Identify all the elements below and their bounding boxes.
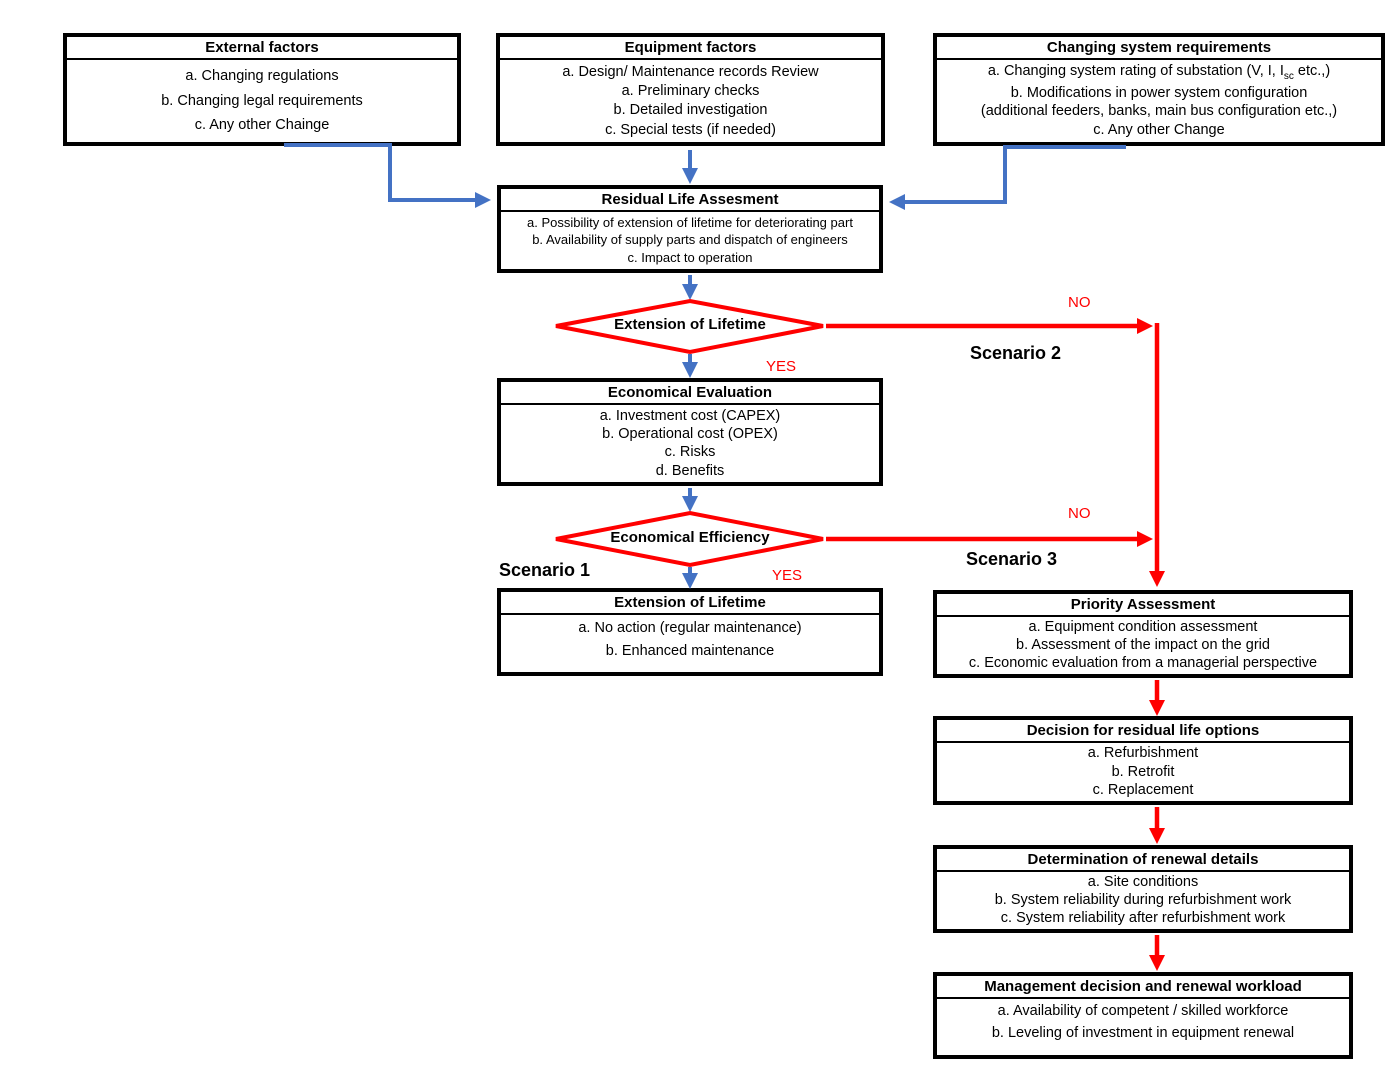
box-changing-system-requirements-title: Changing system requirements bbox=[937, 37, 1381, 60]
list-item: d. Benefits bbox=[655, 462, 725, 479]
list-item: b. Enhanced maintenance bbox=[605, 642, 775, 659]
list-item: a. Design/ Maintenance records Review bbox=[562, 63, 819, 80]
list-item: a. Preliminary checks bbox=[621, 82, 760, 99]
list-item: b. System reliability during refurbishme… bbox=[994, 892, 1292, 909]
list-item: b. Detailed investigation bbox=[613, 102, 768, 119]
box-determination-body: a. Site conditions b. System reliability… bbox=[937, 872, 1349, 929]
box-management-decision-and-renewal-workload: Management decision and renewal workload… bbox=[933, 972, 1353, 1059]
box-decision-title: Decision for residual life options bbox=[937, 720, 1349, 743]
list-item: b. Retrofit bbox=[1111, 763, 1175, 780]
box-decision-body: a. Refurbishment b. Retrofit c. Replacem… bbox=[937, 743, 1349, 801]
box-determination-of-renewal-details: Determination of renewal details a. Site… bbox=[933, 845, 1353, 933]
scenario-2-label: Scenario 2 bbox=[970, 343, 1062, 363]
box-equipment-factors: Equipment factors a. Design/ Maintenance… bbox=[496, 33, 885, 146]
list-item: (additional feeders, banks, main bus con… bbox=[980, 103, 1338, 120]
no-label-2: NO bbox=[1068, 505, 1091, 522]
list-item: c. Impact to operation bbox=[627, 249, 753, 265]
box-priority-assessment-body: a. Equipment condition assessment b. Ass… bbox=[937, 617, 1349, 674]
arrow-external-to-residual bbox=[284, 143, 491, 208]
list-item: c. System reliability after refurbishmen… bbox=[1000, 910, 1286, 927]
box-economical-evaluation-body: a. Investment cost (CAPEX) b. Operationa… bbox=[501, 405, 879, 482]
box-equipment-factors-body: a. Design/ Maintenance records Review a.… bbox=[500, 60, 881, 142]
box-changing-system-requirements: Changing system requirements a. Changing… bbox=[933, 33, 1385, 146]
list-item: a. Refurbishment bbox=[1087, 745, 1199, 762]
list-item: a. Changing regulations bbox=[185, 68, 339, 85]
box-decision-for-residual-life-options: Decision for residual life options a. Re… bbox=[933, 716, 1353, 805]
yes-label-2: YES bbox=[772, 567, 803, 584]
diamond-extension-of-lifetime-label: Extension of Lifetime bbox=[614, 316, 766, 333]
box-residual-life-assesment-title: Residual Life Assesment bbox=[501, 189, 879, 212]
list-item: b. Modifications in power system configu… bbox=[1010, 84, 1308, 101]
box-economical-evaluation-title: Economical Evaluation bbox=[501, 382, 879, 405]
diamond-economical-efficiency-label: Economical Efficiency bbox=[610, 529, 770, 546]
list-item: c. Special tests (if needed) bbox=[605, 121, 776, 138]
box-extension-of-lifetime-body: a. No action (regular maintenance) b. En… bbox=[501, 615, 879, 672]
box-residual-life-assesment-body: a. Possibility of extension of lifetime … bbox=[501, 212, 879, 269]
list-item: c. Economic evaluation from a managerial… bbox=[968, 655, 1318, 672]
scenario-3-label: Scenario 3 bbox=[966, 549, 1058, 569]
box-economical-evaluation: Economical Evaluation a. Investment cost… bbox=[497, 378, 883, 486]
list-item: b. Availability of supply parts and disp… bbox=[532, 232, 848, 248]
scenario-1-label: Scenario 1 bbox=[499, 560, 591, 580]
list-item-text: a. Changing system rating of substation … bbox=[987, 63, 1284, 80]
list-item: a. Investment cost (CAPEX) bbox=[599, 407, 781, 424]
list-item: b. Leveling of investment in equipment r… bbox=[991, 1024, 1295, 1041]
list-item: b. Assessment of the impact on the grid bbox=[1016, 637, 1270, 654]
list-item: a. Changing system rating of substation … bbox=[988, 63, 1330, 82]
list-item-subscript: sc bbox=[1283, 71, 1294, 82]
list-item: b. Changing legal requirements bbox=[161, 92, 363, 109]
list-item: a. Availability of competent / skilled w… bbox=[997, 1003, 1289, 1019]
list-item: c. Any other Change bbox=[1093, 122, 1225, 139]
box-equipment-factors-title: Equipment factors bbox=[500, 37, 881, 60]
box-priority-assessment: Priority Assessment a. Equipment conditi… bbox=[933, 590, 1353, 678]
list-item: c. Any other Chainge bbox=[194, 116, 330, 133]
yes-label-1: YES bbox=[766, 358, 797, 375]
arrow-changing-to-residual bbox=[889, 145, 1126, 210]
list-item-text: etc.,) bbox=[1293, 63, 1331, 80]
list-item: b. Operational cost (OPEX) bbox=[602, 425, 778, 442]
box-extension-of-lifetime-title: Extension of Lifetime bbox=[501, 592, 879, 615]
box-external-factors: External factors a. Changing regulations… bbox=[63, 33, 461, 146]
list-item: a. Possibility of extension of lifetime … bbox=[527, 214, 853, 230]
list-item: c. Replacement bbox=[1092, 781, 1194, 798]
box-determination-title: Determination of renewal details bbox=[937, 849, 1349, 872]
box-residual-life-assesment: Residual Life Assesment a. Possibility o… bbox=[497, 185, 883, 273]
list-item: a. No action (regular maintenance) bbox=[578, 620, 802, 636]
box-management-title: Management decision and renewal workload bbox=[937, 976, 1349, 999]
box-changing-system-requirements-body: a. Changing system rating of substation … bbox=[937, 60, 1381, 142]
box-priority-assessment-title: Priority Assessment bbox=[937, 594, 1349, 617]
list-item: c. Risks bbox=[664, 444, 716, 461]
box-external-factors-title: External factors bbox=[67, 37, 457, 60]
no-label-1: NO bbox=[1068, 294, 1091, 311]
box-external-factors-body: a. Changing regulations b. Changing lega… bbox=[67, 60, 457, 142]
box-extension-of-lifetime: Extension of Lifetime a. No action (regu… bbox=[497, 588, 883, 676]
list-item: a. Equipment condition assessment bbox=[1028, 619, 1258, 636]
list-item: a. Site conditions bbox=[1087, 874, 1199, 891]
box-management-body: a. Availability of competent / skilled w… bbox=[937, 999, 1349, 1055]
